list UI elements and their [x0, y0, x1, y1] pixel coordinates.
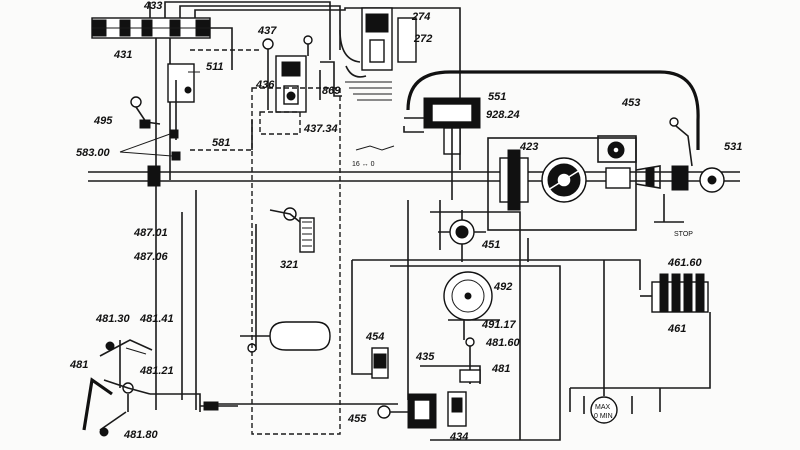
label-16-0: 16 ↔ 0: [352, 161, 375, 168]
label-495: 495: [93, 115, 113, 127]
max-min-gauge: [590, 396, 618, 424]
dashed-zone-left: [251, 87, 341, 435]
label-274: 274: [411, 11, 430, 23]
label-461-60: 461.60: [667, 257, 703, 269]
loop-pipe: [406, 70, 700, 150]
label-stop: STOP: [674, 231, 693, 238]
distributor-431: [91, 17, 211, 39]
label-581: 581: [212, 137, 230, 149]
label-461: 461: [667, 323, 686, 335]
gearbox-423: [487, 137, 637, 231]
label-max: MAX: [595, 404, 611, 411]
block-461: [640, 273, 709, 313]
cylinder-274: [339, 7, 417, 101]
label-551: 551: [488, 91, 506, 103]
valve-435: [377, 337, 481, 429]
label-min: 0 MIN: [594, 413, 613, 420]
label-435: 435: [415, 351, 435, 363]
label-583-00: 583.00: [76, 147, 111, 159]
valve-451: [438, 210, 486, 262]
label-455: 455: [347, 413, 367, 425]
label-928-24: 928.24: [486, 109, 520, 121]
label-869: 869: [322, 85, 341, 97]
valve-454: [371, 347, 389, 379]
gauge-453: [597, 135, 637, 163]
label-272: 272: [413, 33, 432, 45]
label-481-30: 481.30: [95, 313, 131, 325]
valve-511: [167, 63, 200, 140]
label-487-01: 487.01: [133, 227, 168, 239]
label-481a: 481: [69, 359, 88, 371]
label-454: 454: [365, 331, 384, 343]
label-531: 531: [724, 141, 742, 153]
label-434: 434: [449, 431, 468, 443]
label-431: 431: [113, 49, 132, 61]
label-436: 436: [255, 79, 275, 91]
spring-321: [255, 207, 315, 350]
regulator-436: [251, 35, 313, 150]
pedal-481: [82, 339, 238, 437]
label-492: 492: [493, 281, 512, 293]
label-481-60: 481.60: [485, 337, 521, 349]
main-shaft: [88, 165, 740, 187]
valve-551: [403, 97, 481, 200]
label-487-06: 487.06: [133, 251, 169, 263]
label-481-41: 481.41: [139, 313, 174, 325]
label-481-21: 481.21: [139, 365, 174, 377]
label-511: 511: [206, 61, 224, 73]
label-481-80: 481.80: [123, 429, 159, 441]
label-453: 453: [621, 97, 640, 109]
coupling-531: [669, 117, 725, 193]
label-437-34: 437.34: [303, 123, 338, 135]
label-423: 423: [519, 141, 538, 153]
lever-495: [130, 96, 161, 129]
label-433: 433: [143, 0, 162, 12]
tank: [240, 321, 331, 353]
contacts-583: [119, 129, 181, 161]
label-481b: 481: [491, 363, 510, 375]
label-451: 451: [481, 239, 500, 251]
label-321: 321: [280, 259, 298, 271]
label-491-17: 491.17: [481, 319, 517, 331]
reservoir-492: [443, 271, 500, 340]
label-437: 437: [257, 25, 277, 37]
